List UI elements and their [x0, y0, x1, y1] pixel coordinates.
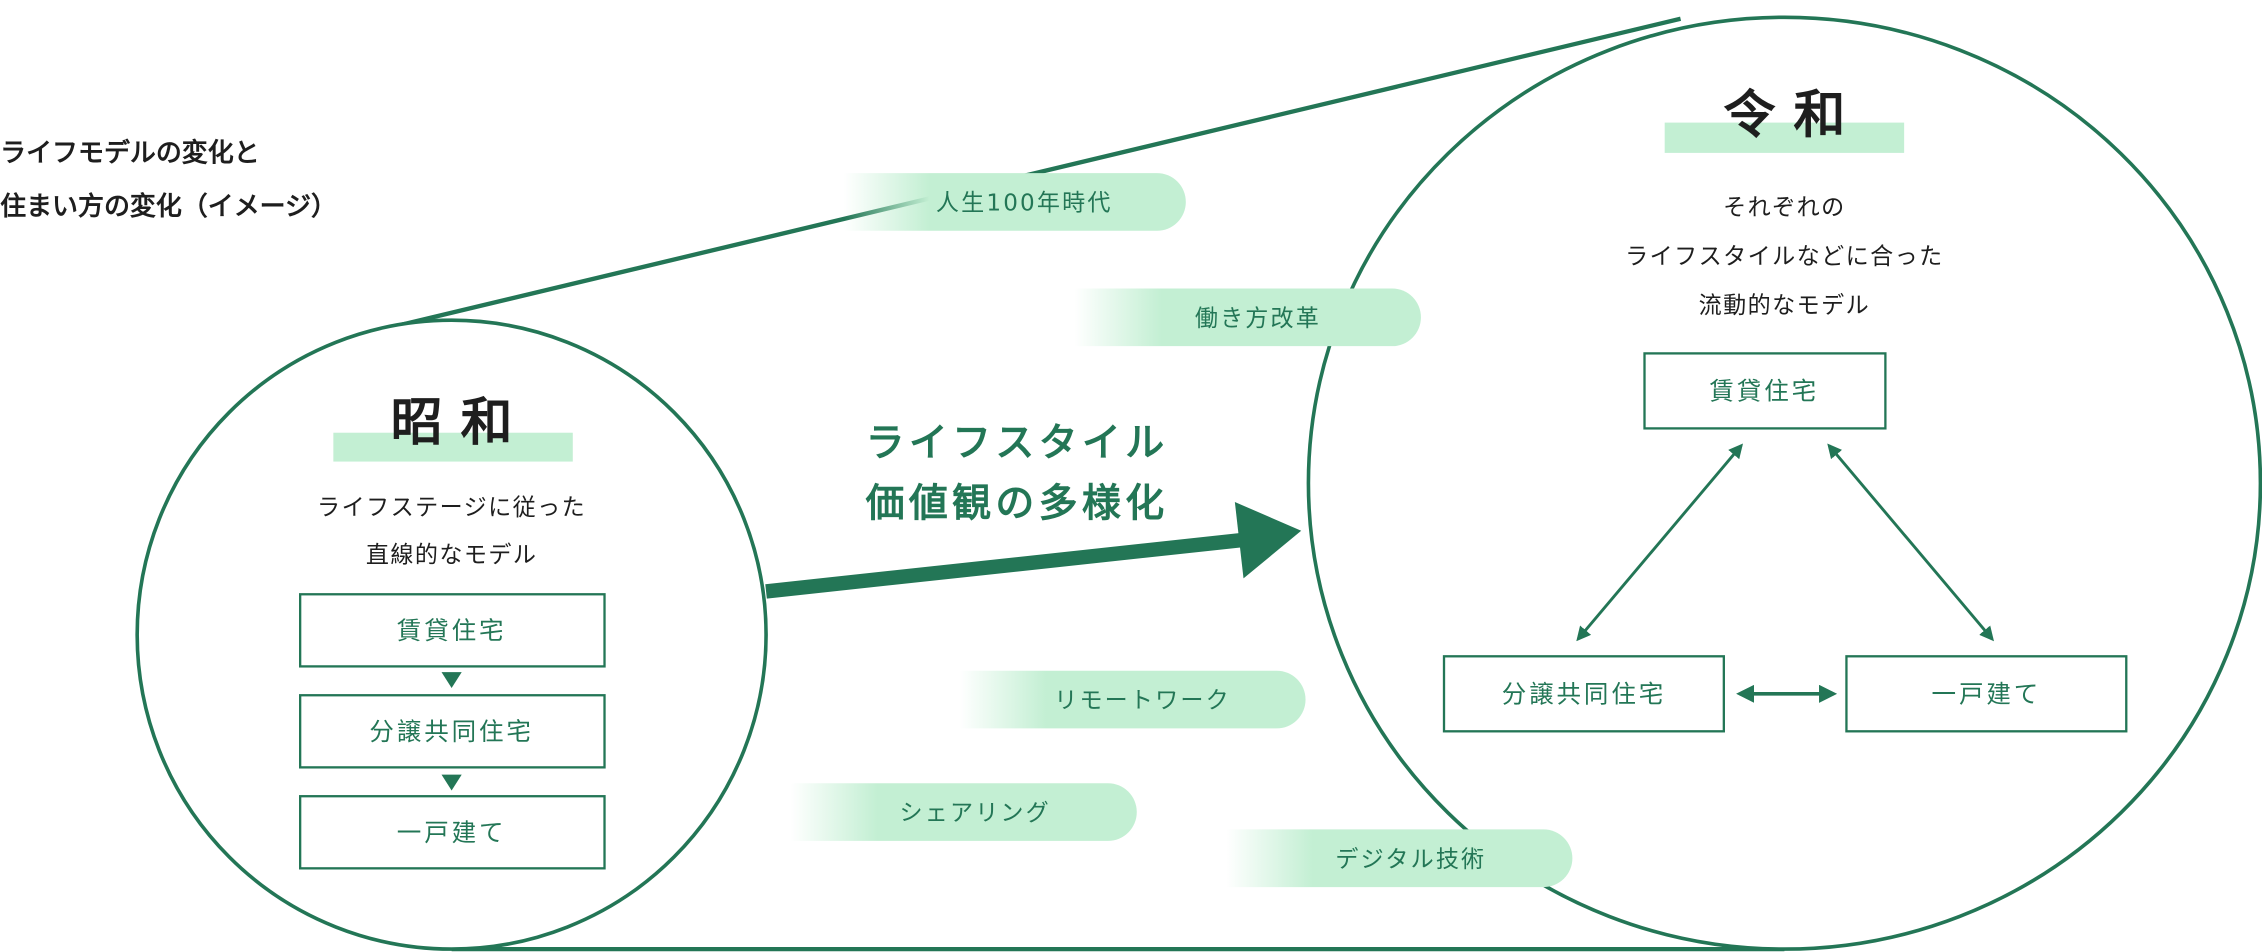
showa-step-label: 賃貸住宅	[397, 616, 507, 645]
down-arrow-icon	[441, 672, 462, 689]
showa-desc-line1: ライフステージに従った	[317, 495, 586, 521]
transition-line2: 価値観の多様化	[865, 481, 1169, 526]
factor-pill: 人生100年時代	[843, 173, 1186, 231]
reiwa-rental-box	[1643, 352, 1887, 430]
factor-label: シェアリング	[900, 801, 1051, 827]
factor-pill: 働き方改革	[1074, 288, 1421, 347]
reiwa-highlight	[1664, 122, 1905, 153]
showa-step-house	[299, 795, 606, 870]
reiwa-condo-label: 分譲共同住宅	[1502, 679, 1666, 708]
showa-step-label: 分譲共同住宅	[369, 717, 533, 746]
showa-step-condo	[299, 694, 606, 769]
transition-line1: ライフスタイル	[866, 421, 1169, 466]
factor-pill: シェアリング	[790, 783, 1137, 841]
factor-label: 人生100年時代	[936, 191, 1113, 217]
factor-pill: リモートワーク	[959, 670, 1306, 729]
factor-label: リモートワーク	[1054, 688, 1231, 714]
bidirectional-arrow-icon	[1576, 443, 1744, 642]
factor-label: 働き方改革	[1195, 306, 1321, 332]
diagram-title-line2: 住まい方の変化（イメージ）	[0, 191, 337, 222]
down-arrow-icon	[441, 774, 462, 791]
reiwa-era-label: 令 和	[1723, 86, 1845, 146]
reiwa-rental-label: 賃貸住宅	[1709, 377, 1819, 406]
reiwa-house-label: 一戸建て	[1932, 679, 2042, 708]
factor-label: デジタル技術	[1335, 847, 1486, 873]
reiwa-circle	[1306, 15, 2262, 951]
showa-desc-line2: 直線的なモデル	[366, 543, 538, 569]
factor-pill: デジタル技術	[1226, 829, 1573, 888]
showa-era-label: 昭 和	[391, 393, 513, 453]
showa-step-label: 一戸建て	[397, 818, 507, 847]
showa-step-rental	[299, 593, 606, 668]
reiwa-desc-line2: ライフスタイルなどに合った	[1625, 244, 1944, 270]
reiwa-house-box	[1845, 655, 2128, 733]
reiwa-condo-box	[1442, 655, 1725, 733]
reiwa-desc-line3: 流動的なモデル	[1699, 293, 1871, 319]
reiwa-desc-line1: それぞれの	[1723, 195, 1846, 221]
transition-arrow-icon	[765, 501, 1302, 599]
diagram-title-line1: ライフモデルの変化と	[0, 138, 260, 169]
bidirectional-arrow-icon	[1827, 443, 1994, 642]
showa-highlight	[333, 432, 573, 462]
